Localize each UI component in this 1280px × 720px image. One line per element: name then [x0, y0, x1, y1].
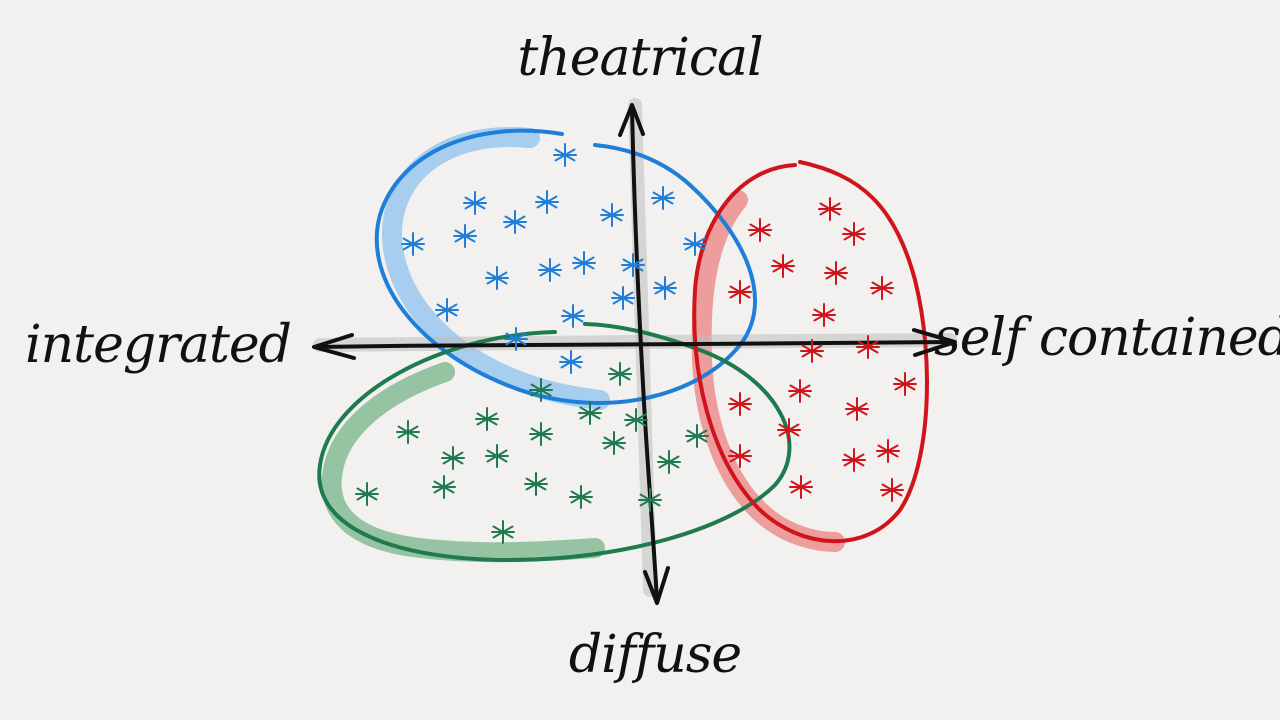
red-star-marker	[856, 335, 880, 359]
red-star-marker	[728, 280, 752, 304]
right-axis-label: self contained	[934, 308, 1280, 368]
green-star-marker	[602, 431, 626, 455]
blue-cluster-stars	[401, 143, 707, 374]
red-star-marker	[728, 444, 752, 468]
green-star-marker	[685, 424, 709, 448]
blue-star-marker	[553, 143, 577, 167]
left-axis-label: integrated	[25, 315, 291, 375]
blue-star-marker	[561, 304, 585, 328]
red-cluster-outline	[692, 160, 929, 544]
red-star-marker	[789, 475, 813, 499]
blue-cluster-outline	[374, 128, 757, 405]
green-star-marker	[569, 485, 593, 509]
blue-star-marker	[621, 253, 645, 277]
red-cluster-stars	[728, 197, 917, 502]
green-star-marker	[491, 520, 515, 544]
green-star-marker	[529, 422, 553, 446]
green-star-marker	[638, 488, 662, 512]
blue-star-marker	[485, 266, 509, 290]
green-star-marker	[578, 401, 602, 425]
green-star-marker	[441, 446, 465, 470]
top-axis-label: theatrical	[517, 28, 762, 88]
red-star-marker	[800, 339, 824, 363]
bottom-axis-label: diffuse	[569, 625, 741, 685]
red-star-marker	[876, 439, 900, 463]
blue-star-marker	[572, 251, 596, 275]
red-star-marker	[870, 276, 894, 300]
green-cluster-highlight	[321, 362, 605, 563]
blue-star-marker	[435, 298, 459, 322]
green-star-marker	[355, 482, 379, 506]
blue-star-marker	[653, 276, 677, 300]
blue-star-marker	[535, 190, 559, 214]
blue-cluster-highlight	[381, 127, 610, 410]
red-star-marker	[842, 222, 866, 246]
vertical-axis	[618, 103, 670, 605]
blue-star-marker	[463, 191, 487, 215]
blue-star-marker	[401, 232, 425, 256]
green-star-marker	[475, 407, 499, 431]
red-star-marker	[893, 372, 917, 396]
blue-star-marker	[538, 258, 562, 282]
blue-star-marker	[683, 232, 707, 256]
red-star-marker	[788, 379, 812, 403]
red-star-marker	[777, 418, 801, 442]
green-star-marker	[657, 450, 681, 474]
green-star-marker	[396, 420, 420, 444]
green-star-marker	[624, 408, 648, 432]
green-star-marker	[529, 378, 553, 402]
red-star-marker	[771, 254, 795, 278]
red-star-marker	[728, 392, 752, 416]
green-star-marker	[608, 362, 632, 386]
blue-star-marker	[559, 350, 583, 374]
red-star-marker	[818, 197, 842, 221]
red-star-marker	[812, 303, 836, 327]
blue-star-marker	[453, 224, 477, 248]
red-star-marker	[880, 478, 904, 502]
green-cluster-stars	[355, 362, 709, 544]
red-star-marker	[824, 261, 848, 285]
blue-star-marker	[504, 327, 528, 351]
red-star-marker	[748, 218, 772, 242]
blue-star-marker	[600, 203, 624, 227]
horizontal-axis	[312, 328, 957, 360]
red-star-marker	[845, 397, 869, 421]
blue-star-marker	[611, 286, 635, 310]
green-star-marker	[524, 472, 548, 496]
red-star-marker	[842, 448, 866, 472]
blue-star-marker	[503, 210, 527, 234]
green-star-marker	[432, 475, 456, 499]
green-cluster-outline	[317, 322, 792, 562]
blue-star-marker	[651, 186, 675, 210]
green-star-marker	[485, 444, 509, 468]
